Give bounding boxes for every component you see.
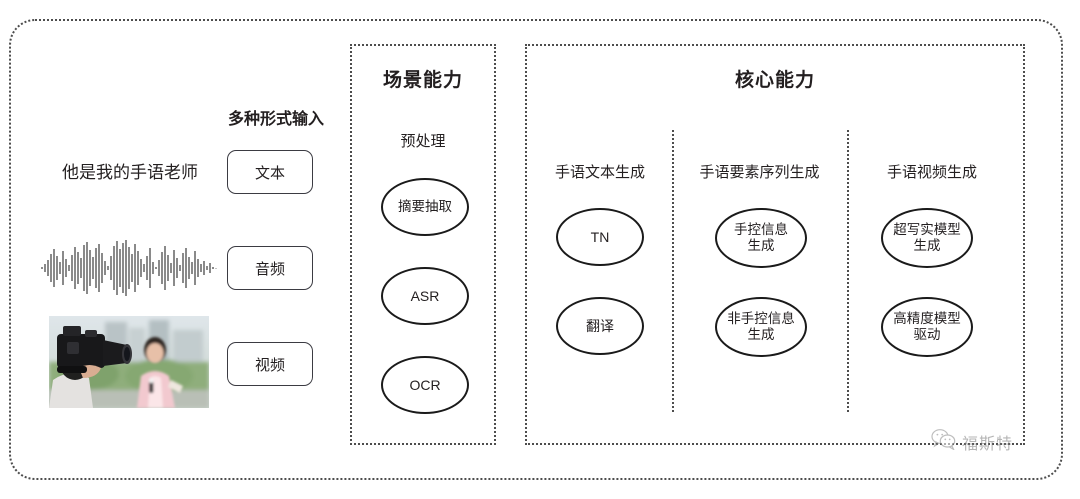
- core-node-hyperreal-model-generation[interactable]: 超写实模型 生成: [881, 208, 973, 268]
- modality-button-video[interactable]: 视频: [227, 342, 313, 386]
- scene-node-asr[interactable]: ASR: [381, 267, 469, 325]
- core-column-divider-1: [672, 130, 674, 412]
- node-label-line2: 生成: [747, 238, 775, 253]
- modality-label: 文本: [254, 164, 285, 182]
- watermark: 福斯特: [931, 428, 1013, 455]
- audio-waveform-icon: [40, 238, 220, 298]
- modality-label: 音频: [254, 260, 285, 278]
- scene-node-ocr[interactable]: OCR: [381, 356, 469, 414]
- modality-button-audio[interactable]: 音频: [227, 246, 313, 290]
- video-thumbnail: [49, 316, 209, 408]
- core-column-title-3: 手语视频生成: [886, 164, 977, 181]
- modality-label: 视频: [254, 356, 285, 374]
- modality-button-text[interactable]: 文本: [227, 150, 313, 194]
- diagram-outer-frame: [9, 19, 1063, 480]
- node-label: 翻译: [586, 317, 614, 334]
- core-node-translation[interactable]: 翻译: [556, 297, 644, 355]
- core-node-tn[interactable]: TN: [556, 208, 644, 266]
- scene-node-summary-extraction[interactable]: 摘要抽取: [381, 178, 469, 236]
- core-node-manual-info-generation[interactable]: 手控信息 生成: [715, 208, 807, 268]
- scene-capability-panel: 场景能力 预处理 摘要抽取 ASR OCR: [350, 44, 496, 445]
- core-column-divider-2: [847, 130, 849, 412]
- core-panel-title: 核心能力: [734, 70, 815, 91]
- node-label: TN: [590, 228, 610, 245]
- watermark-text: 福斯特: [962, 435, 1014, 453]
- sample-input-text: 他是我的手语老师: [62, 163, 198, 182]
- node-label: ASR: [410, 287, 440, 304]
- node-label-line1: 手控信息: [734, 222, 788, 238]
- node-label-line1: 高精度模型: [893, 311, 961, 327]
- core-column-title-2: 手语要素序列生成: [699, 164, 820, 181]
- node-label-line1: 超写实模型: [893, 222, 961, 238]
- core-capability-panel: 核心能力 手语文本生成 TN 翻译 手语要素序列生成 手控信息 生成 非手控信息…: [525, 44, 1025, 445]
- input-section-heading: 多种形式输入: [227, 111, 324, 128]
- node-label-line2: 驱动: [913, 327, 941, 342]
- node-label-line2: 生成: [747, 327, 775, 342]
- wechat-bubbles-icon: [931, 428, 957, 455]
- node-label-line2: 生成: [913, 238, 941, 253]
- node-label: OCR: [409, 376, 441, 393]
- node-label-line1: 非手控信息: [727, 311, 795, 327]
- scene-panel-title: 场景能力: [382, 70, 463, 91]
- node-label: 摘要抽取: [398, 199, 452, 215]
- core-node-nonmanual-info-generation[interactable]: 非手控信息 生成: [715, 297, 807, 357]
- core-node-highprecision-model-drive[interactable]: 高精度模型 驱动: [881, 297, 973, 357]
- core-column-title-1: 手语文本生成: [554, 164, 645, 181]
- scene-panel-subtitle: 预处理: [400, 133, 446, 150]
